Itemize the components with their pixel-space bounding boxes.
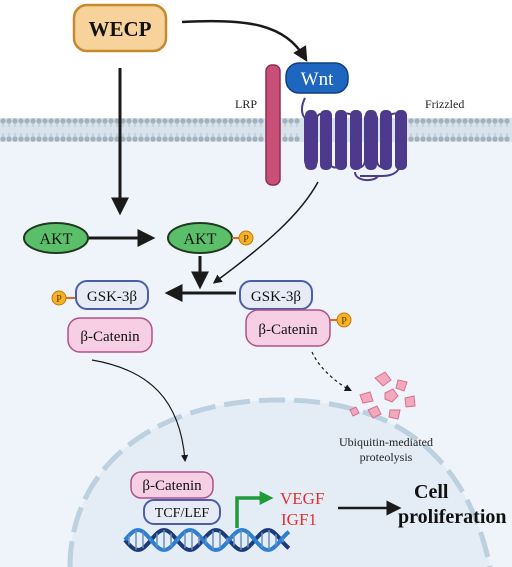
tcf-lef-label: TCF/LEF bbox=[155, 506, 210, 521]
beta-catenin-right-node: β-Catenin P bbox=[245, 309, 352, 347]
protein-debris bbox=[349, 371, 416, 420]
arrow-wecp-to-wnt bbox=[181, 19, 308, 62]
beta-catenin-nucleus-node: β-Catenin bbox=[130, 471, 214, 499]
beta-catenin-right-label: β-Catenin bbox=[258, 322, 318, 338]
frizzled-label: Frizzled bbox=[425, 97, 464, 111]
beta-catenin-right-p: P bbox=[341, 316, 347, 327]
wnt-ligand: Wnt bbox=[285, 62, 349, 94]
gsk3b-left-node: P GSK-3β bbox=[51, 280, 149, 310]
beta-catenin-left-node: β-Catenin bbox=[67, 317, 153, 353]
akt-label: AKT bbox=[40, 231, 73, 248]
gsk3b-left-label: GSK-3β bbox=[87, 289, 137, 305]
arrow-bcat-to-degradation bbox=[311, 351, 352, 391]
nucleus bbox=[67, 397, 493, 567]
ubiquitin-label-line1: Ubiquitin-mediated bbox=[339, 435, 433, 449]
beta-catenin-left-label: β-Catenin bbox=[80, 329, 140, 345]
gsk3b-left-p: P bbox=[56, 294, 62, 305]
transcription-arrow bbox=[235, 491, 274, 528]
lrp-receptor bbox=[265, 64, 281, 186]
wecp-label: WECP bbox=[89, 17, 152, 41]
cell-proliferation-line2: proliferation bbox=[398, 506, 507, 528]
wecp-box: WECP bbox=[72, 3, 168, 53]
arrow-bcat-to-nucleus bbox=[91, 359, 189, 463]
gsk3b-right-label: GSK-3β bbox=[251, 289, 301, 305]
frizzled-receptor bbox=[301, 97, 407, 182]
igf1-label: IGF1 bbox=[281, 510, 317, 529]
phospho-akt-p: P bbox=[243, 234, 249, 245]
ubiquitin-label-line2: proteolysis bbox=[360, 450, 413, 464]
beta-catenin-nucleus-label: β-Catenin bbox=[142, 478, 202, 494]
phospho-akt-label: AKT bbox=[184, 231, 217, 248]
cell-membrane bbox=[0, 118, 512, 142]
tcf-lef-node: TCF/LEF bbox=[143, 499, 221, 525]
dna-helix bbox=[123, 528, 291, 552]
arrow-frizzled-to-junction bbox=[212, 181, 319, 284]
vegf-label: VEGF bbox=[280, 489, 324, 508]
cell-proliferation-line1: Cell bbox=[414, 481, 449, 503]
akt-node: AKT bbox=[23, 222, 89, 254]
phospho-akt-node: AKT P bbox=[167, 222, 254, 254]
wnt-label: Wnt bbox=[301, 69, 334, 90]
lrp-label: LRP bbox=[235, 97, 257, 111]
gsk3b-right-node: GSK-3β bbox=[239, 280, 313, 310]
